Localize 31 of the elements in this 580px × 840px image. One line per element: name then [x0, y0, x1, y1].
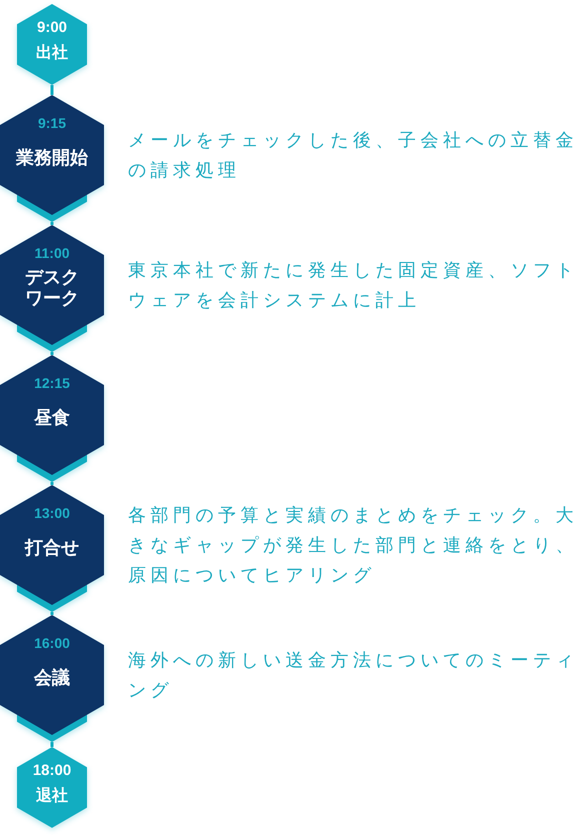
step-title: 会議: [32, 668, 71, 688]
hexagon-node: [17, 747, 87, 828]
connector-line: [50, 482, 54, 485]
description-text: 海外への新しい送金方法についてのミーティング: [128, 649, 579, 702]
time-label: 9:00: [36, 19, 68, 37]
step-title: 出社: [35, 44, 69, 62]
description-text: 東京本社で新たに発生した固定資産、ソフトウェアを会計システムに計上: [128, 259, 579, 312]
hexagon-node: [0, 355, 104, 482]
connector-line: [50, 352, 54, 355]
time-label: 13:00: [34, 504, 70, 522]
time-label: 11:00: [34, 244, 70, 262]
time-label: 12:15: [34, 374, 70, 392]
description-text: メールをチェックした後、子会社への立替金の請求処理: [128, 129, 579, 182]
hexagon-node: [0, 95, 104, 222]
connector-line: [50, 85, 54, 95]
connector-line: [50, 742, 54, 747]
connector-line: [50, 222, 54, 225]
connector-line: [50, 612, 54, 615]
step-title: 業務開始: [15, 148, 89, 168]
time-label: 16:00: [34, 634, 70, 652]
hexagon-node: [0, 225, 104, 352]
description-text: 各部門の予算と実績のまとめをチェック。大きなギャップが発生した部門と連絡をとり、原因についてヒアリング: [128, 504, 579, 587]
step-title: デスクワーク: [24, 267, 80, 309]
step-title: 退社: [35, 786, 69, 806]
hexagon-node: [17, 4, 87, 85]
time-label: 9:15: [38, 114, 66, 132]
step-title: 打合せ: [24, 538, 80, 558]
time-label: 18:00: [32, 762, 72, 780]
step-title: 昼食: [33, 408, 71, 428]
hexagon-node: [0, 485, 104, 612]
hexagon-node: [0, 615, 104, 742]
